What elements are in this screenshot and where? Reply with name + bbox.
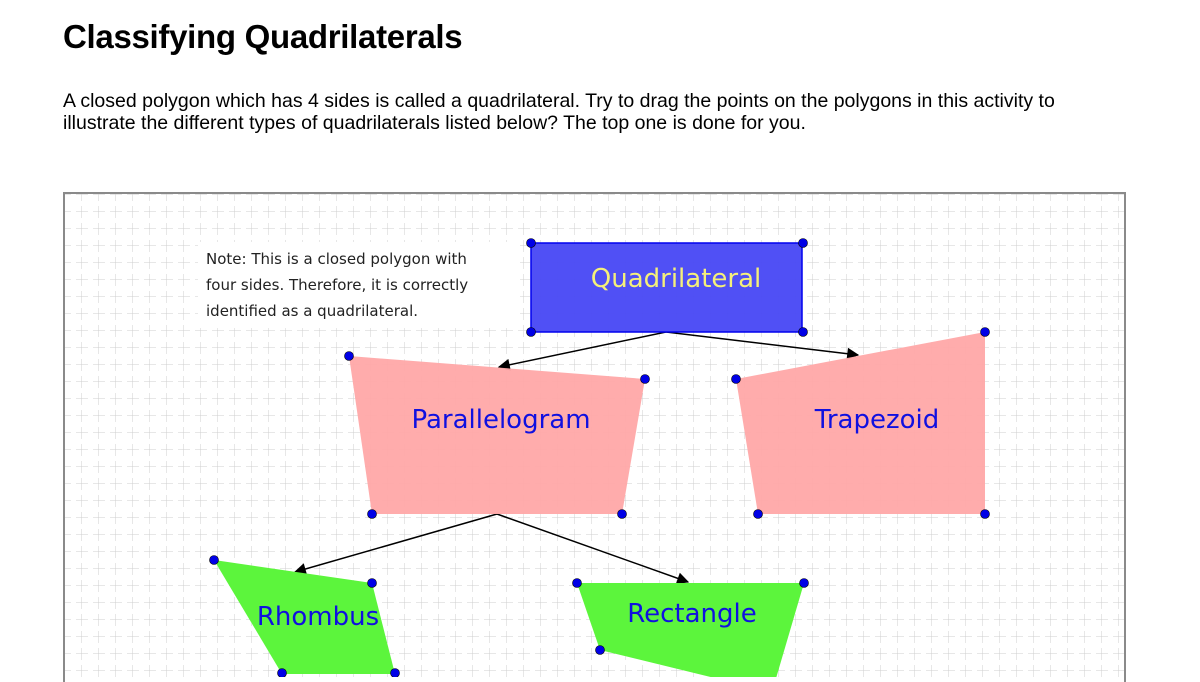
parallelogram-shape[interactable]: Parallelogram: [349, 356, 645, 514]
vertex-point[interactable]: [277, 668, 287, 678]
vertex-point[interactable]: [753, 509, 763, 519]
vertex-point[interactable]: [390, 668, 400, 678]
rectangle-shape[interactable]: Rectangle: [577, 583, 804, 677]
rhombus-shape[interactable]: Rhombus: [214, 560, 395, 674]
arrow-to-parallelogram: [497, 331, 667, 371]
vertex-point[interactable]: [731, 374, 741, 384]
vertex-point[interactable]: [572, 578, 582, 588]
quadrilateral-shape[interactable]: Quadrilateral: [530, 242, 803, 333]
quadrilateral-label: Quadrilateral: [591, 264, 762, 294]
arrow-to-rhombus: [293, 513, 498, 575]
vertex-point[interactable]: [980, 327, 990, 337]
parallelogram-label: Parallelogram: [411, 405, 590, 435]
vertex-point[interactable]: [209, 555, 219, 565]
vertex-point[interactable]: [526, 327, 536, 337]
rectangle-label: Rectangle: [627, 599, 757, 629]
vertex-point[interactable]: [798, 327, 808, 337]
vertex-point[interactable]: [367, 578, 377, 588]
arrow-to-rectangle: [496, 513, 690, 585]
arrow-to-trapezoid: [665, 331, 860, 360]
rhombus-label: Rhombus: [257, 602, 379, 632]
geometry-applet[interactable]: Note: This is a closed polygon with four…: [63, 192, 1126, 682]
vertex-point[interactable]: [980, 509, 990, 519]
note-line-2: four sides. Therefore, it is correctly: [206, 276, 468, 294]
vertex-point[interactable]: [799, 578, 809, 588]
intro-paragraph: A closed polygon which has 4 sides is ca…: [63, 90, 1055, 134]
trapezoid-shape[interactable]: Trapezoid: [736, 332, 985, 514]
vertex-point[interactable]: [595, 645, 605, 655]
vertex-point[interactable]: [617, 509, 627, 519]
vertex-point[interactable]: [640, 374, 650, 384]
note-line-3: identified as a quadrilateral.: [206, 302, 418, 320]
vertex-point[interactable]: [526, 238, 536, 248]
vertex-point[interactable]: [798, 238, 808, 248]
vertex-point[interactable]: [344, 351, 354, 361]
note-box: Note: This is a closed polygon with four…: [198, 242, 520, 328]
trapezoid-label: Trapezoid: [814, 405, 939, 435]
page-title: Classifying Quadrilaterals: [63, 18, 463, 55]
note-line-1: Note: This is a closed polygon with: [206, 250, 467, 268]
vertex-point[interactable]: [367, 509, 377, 519]
